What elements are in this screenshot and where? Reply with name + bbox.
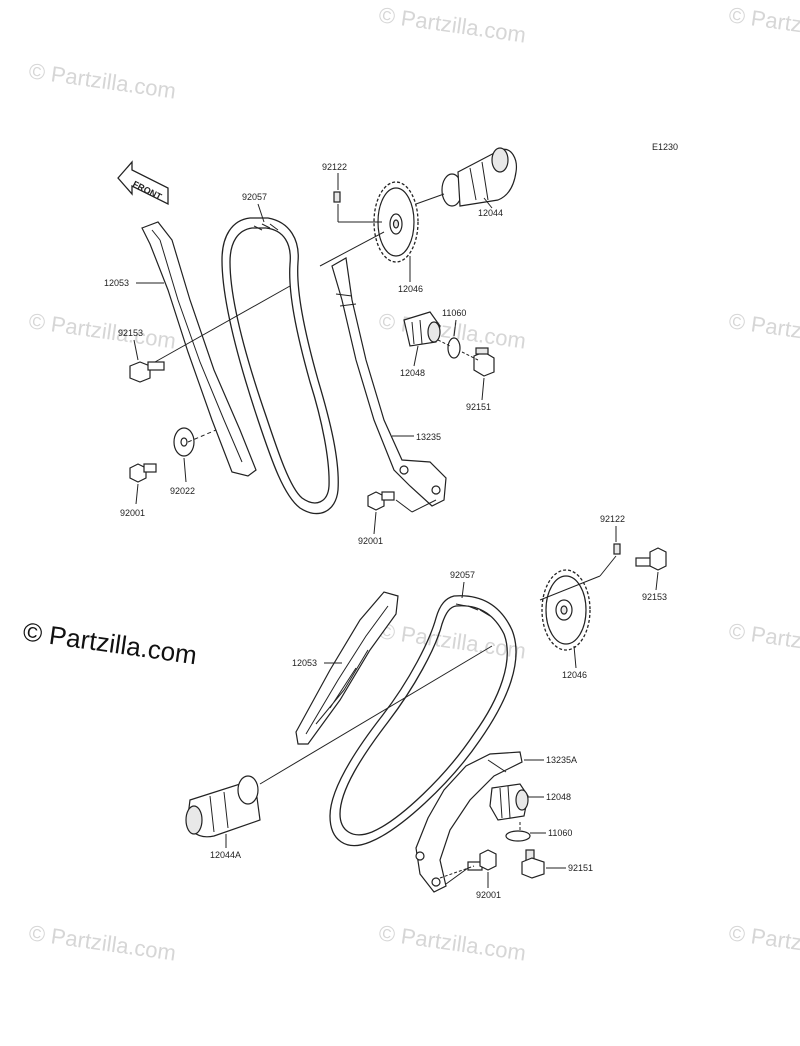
dowel-pin-92122-top (333, 191, 341, 203)
watermark: © Partzilla.com (27, 308, 177, 353)
front-arrow: FRONT (117, 160, 169, 206)
watermark: © Partzilla.com (727, 920, 800, 965)
bolt-92151-bottom (521, 849, 545, 879)
watermark: © Partzilla.com (727, 308, 800, 353)
label-13235A: 13235A (546, 755, 577, 765)
label-92151: 92151 (568, 863, 593, 873)
chain-tensioner-12048-bottom (489, 783, 529, 821)
label-92122: 92122 (322, 162, 347, 172)
bolt-92001-left (129, 463, 157, 483)
cam-chain-92057-bottom (329, 595, 517, 847)
leader-lines-top (154, 193, 479, 513)
leader-lines-bottom (259, 555, 617, 885)
label-92057: 92057 (242, 192, 267, 202)
label-12053: 12053 (104, 278, 129, 288)
gasket-11060-bottom (505, 830, 531, 842)
label-12053: 12053 (292, 658, 317, 668)
watermark: © Partzilla.com (727, 2, 800, 47)
watermark: © Partzilla.com (377, 618, 527, 663)
label-12046: 12046 (562, 670, 587, 680)
cam-sprocket-12046-bottom (541, 569, 591, 651)
chain-guide-12053-top (141, 221, 257, 477)
label-12048: 12048 (546, 792, 571, 802)
watermark: © Partzilla.com (377, 920, 527, 965)
label-12044: 12044 (478, 208, 503, 218)
label-92001: 92001 (358, 536, 383, 546)
chain-guide-12053-bottom (295, 591, 399, 745)
watermark: © Partzilla.com (377, 2, 527, 47)
label-92153: 92153 (642, 592, 667, 602)
bolt-92151-top (473, 347, 495, 377)
label-92122: 92122 (600, 514, 625, 524)
dowel-pin-92122-bottom (613, 543, 621, 555)
chain-tensioner-guide-13235A (415, 751, 523, 893)
label-12048: 12048 (400, 368, 425, 378)
watermark: © Partzilla.com (27, 58, 177, 103)
bolt-92001-bottom (467, 849, 497, 871)
bolt-92001-mid (367, 491, 395, 511)
label-92151: 92151 (466, 402, 491, 412)
label-11060: 11060 (548, 828, 572, 838)
label-92153: 92153 (118, 328, 143, 338)
part-labels: 92122 12044 92057 12053 12046 11060 9215… (104, 162, 667, 900)
camshaft-12044A (185, 775, 261, 838)
cam-chain-92057-top (221, 217, 339, 515)
label-12044A: 12044A (210, 850, 241, 860)
chain-tensioner-guide-13235 (331, 257, 447, 507)
washer-92022 (173, 427, 195, 457)
label-92022: 92022 (170, 486, 195, 496)
label-92001: 92001 (120, 508, 145, 518)
label-92001: 92001 (476, 890, 501, 900)
watermark: © Partzilla.com (727, 618, 800, 663)
camshaft-12044 (441, 147, 517, 207)
label-13235: 13235 (416, 432, 441, 442)
cam-sprocket-12046-top (373, 181, 419, 263)
watermark: © Partzilla.com (27, 920, 177, 965)
label-92057: 92057 (450, 570, 475, 580)
gasket-11060-top (447, 337, 461, 359)
label-11060: 11060 (442, 308, 466, 318)
bolt-92153-bottom (635, 547, 667, 571)
diagram-code: E1230 (652, 142, 678, 152)
copyright-watermark: © Partzilla.com (21, 616, 199, 670)
bolt-92153-top (129, 361, 165, 383)
label-12046: 12046 (398, 284, 423, 294)
chain-tensioner-12048-top (403, 311, 441, 347)
